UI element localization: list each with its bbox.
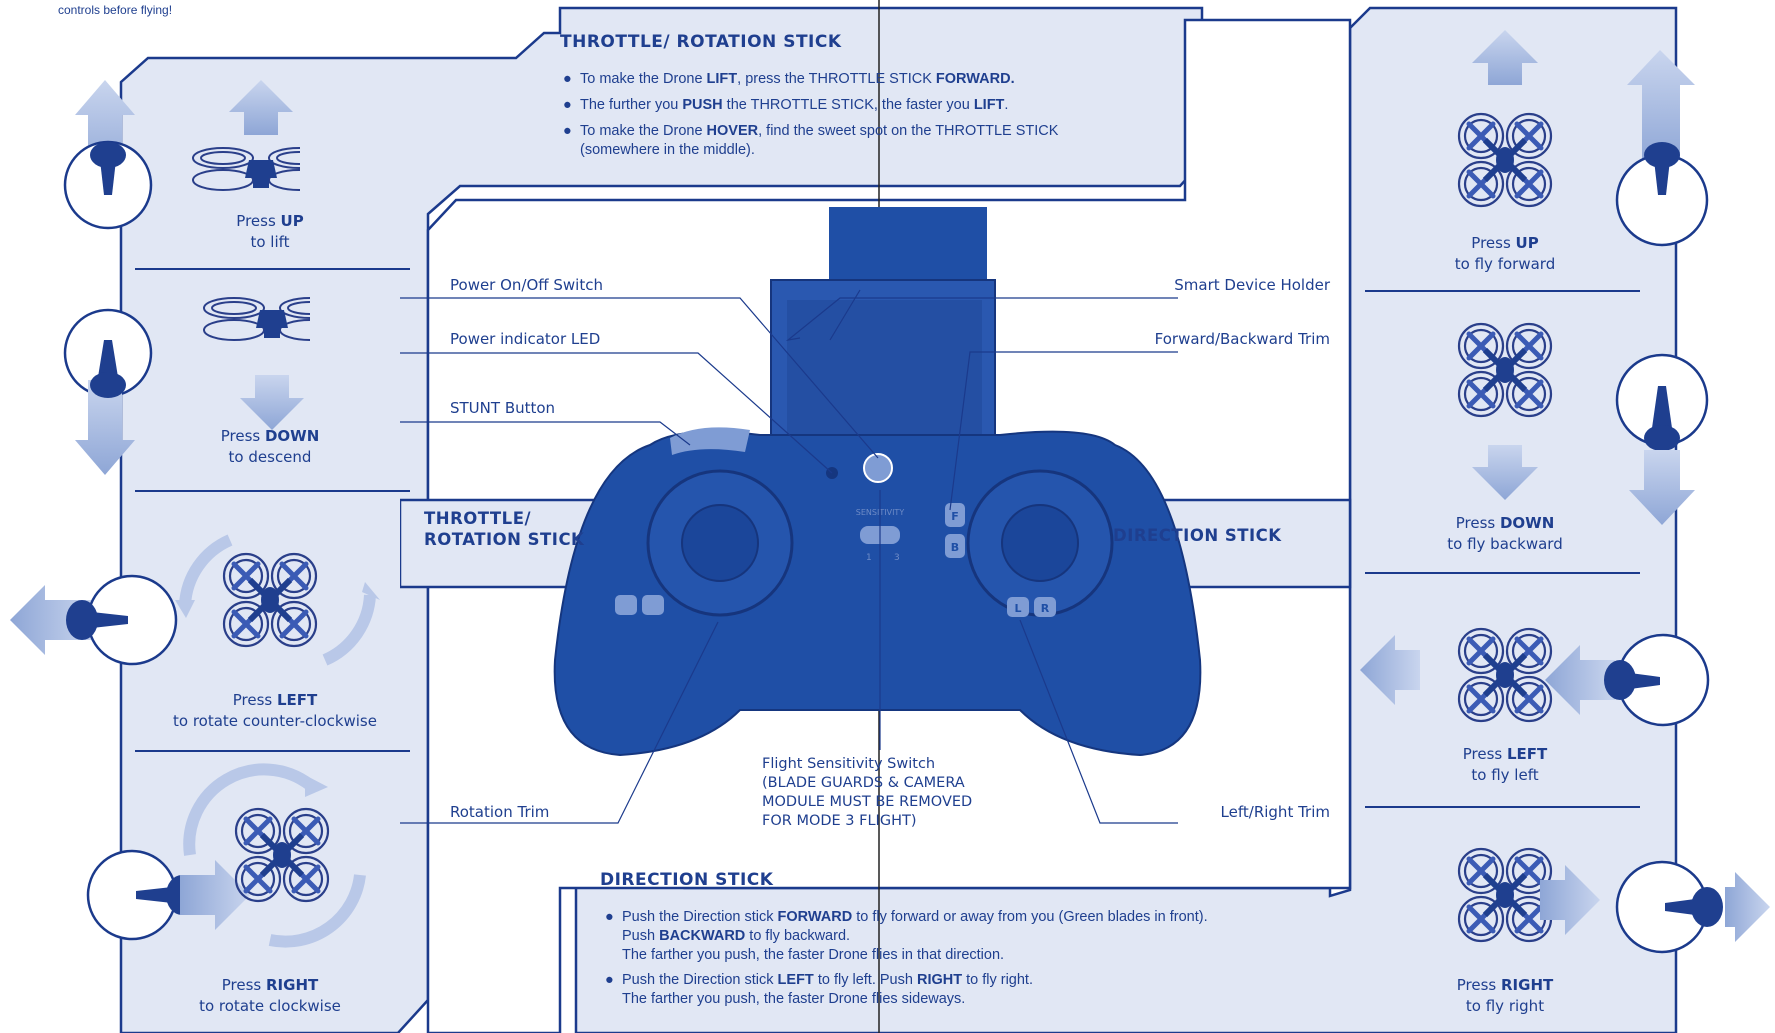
rotation-trim-label: Rotation Trim [450,803,550,821]
svg-text:L: L [1014,602,1021,615]
drone-top-icon [224,554,316,646]
throttle-bullets: ● To make the Drone LIFT, press the THRO… [563,70,1180,160]
left-right-illustration [86,763,366,948]
left-up-illustration [63,80,300,230]
right-down-illustration [1400,300,1709,525]
right-up-illustration [1400,30,1709,247]
svg-text:F: F [951,510,959,523]
lr-trim-label: Left/Right Trim [1220,803,1330,821]
direction-bullet-1: ● Push the Direction stick FORWARD to fl… [605,909,1208,963]
throttle-section-title: THROTTLE/ ROTATION STICK [560,32,842,52]
direction-section-title: DIRECTION STICK [600,870,774,890]
forward-arrow-icon [1472,30,1538,85]
left-divider-3 [135,750,410,752]
rotate-cw-arrow-icon [183,763,314,856]
power-switch[interactable] [863,453,893,483]
drone-top-icon [1459,114,1551,206]
lift-arrow-icon [229,80,293,135]
left-left-illustration [10,534,380,666]
drone-top-icon [236,809,328,901]
drone-side-icon [203,297,310,341]
right-cap-3: Press LEFT to fly left [1462,745,1548,784]
left-down-illustration [63,297,310,475]
left-arrow-icon [10,585,95,655]
left-cap-1: Press UP to lift [236,212,304,251]
drone-top-icon [1459,629,1551,721]
stunt-button-label: STUNT Button [450,399,556,417]
leader-lines [400,297,1178,824]
rotation-trim-right-button[interactable] [642,595,664,615]
left-cap-4: Press RIGHT to rotate clockwise [199,976,341,1015]
svg-text:3: 3 [894,553,900,563]
svg-text:B: B [951,541,959,554]
rotate-ccw-arrow-icon [179,534,233,606]
right-tab-label: DIRECTION STICK [1113,526,1282,545]
left-tab-label: THROTTLE/ ROTATION STICK [424,509,585,549]
controller-illustration: SENSITIVITY 1 3 F B L R [400,207,1352,824]
up-arrow-icon [1627,50,1695,165]
right-divider-1 [1365,290,1640,292]
right-cap-2: Press DOWN to fly backward [1447,514,1563,553]
backward-arrow-icon [1472,445,1538,500]
fly-left-arrow-icon [1360,635,1420,705]
device-holder-label: Smart Device Holder [1174,276,1330,294]
left-trim-button[interactable] [1007,597,1029,617]
left-cap-2: Press DOWN to descend [220,427,320,466]
rotation-trim-left-button[interactable] [615,595,637,615]
power-switch-label: Power On/Off Switch [450,276,603,294]
left-cap-3: Press LEFT to rotate counter-clockwise [173,691,377,730]
right-arrow-icon [180,860,250,930]
backward-trim-button[interactable] [945,534,965,558]
drone-top-icon [1459,324,1551,416]
right-divider-2 [1365,572,1640,574]
right-trim-button[interactable] [1034,597,1056,617]
left-arrow-icon [1545,645,1615,715]
sensitivity-switch-label: Flight Sensitivity Switch (BLADE GUARDS … [762,756,973,829]
fly-right-arrow-icon [1540,865,1600,935]
right-cap-1: Press UP to fly forward [1454,234,1556,273]
direction-bullets: ● Push the Direction stick FORWARD to fl… [605,908,1322,1009]
throttle-bullet-1: ● To make the Drone LIFT, press the THRO… [563,71,1015,87]
stunt-button[interactable] [670,427,750,455]
throttle-bullet-2: ● The further you PUSH the THROTTLE STIC… [563,97,1009,113]
right-divider-3 [1365,806,1640,808]
direction-bullet-2: ● Push the Direction stick LEFT to fly l… [605,972,1033,1007]
descend-arrow-icon [240,375,304,430]
svg-text:1: 1 [866,553,872,563]
drone-top-icon [1459,849,1551,941]
right-left-illustration [1360,585,1710,727]
right-arrow-icon [1725,872,1770,942]
fb-trim-label: Forward/Backward Trim [1154,330,1330,348]
throttle-bullet-3: ● To make the Drone HOVER, find the swee… [563,123,1059,158]
right-cap-4: Press RIGHT to fly right [1456,976,1554,1015]
down-arrow-icon [75,380,135,475]
intro-text: controls before flying! [58,3,173,17]
svg-text:R: R [1041,602,1050,615]
drone-side-icon [192,147,300,191]
power-led-label: Power indicator LED [450,330,601,348]
left-divider-2 [135,490,410,492]
down-arrow-icon [1629,450,1695,525]
right-right-illustration [1355,815,1770,954]
left-divider-1 [135,268,410,270]
